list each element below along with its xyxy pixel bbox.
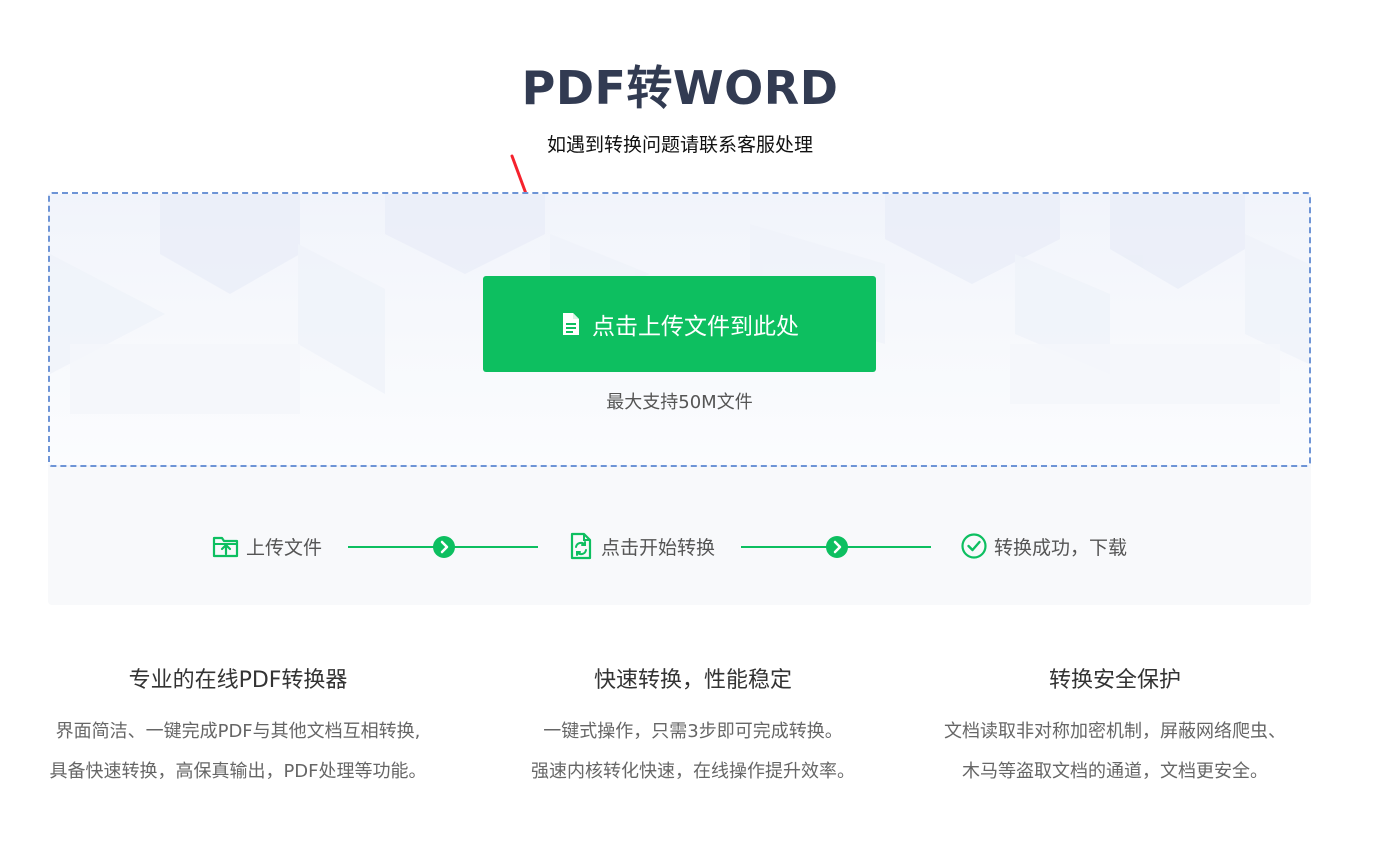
feature-title: 专业的在线PDF转换器	[128, 668, 348, 693]
check-circle-icon	[960, 532, 988, 560]
chevron-right-icon	[433, 536, 455, 558]
feature-description-line: 木马等盗取文档的通道，文档更安全。	[962, 761, 1268, 782]
feature-title: 快速转换，性能稳定	[593, 668, 792, 693]
step-convert: 点击开始转换	[567, 532, 715, 560]
chevron-right-icon	[826, 536, 848, 558]
feature-description-line: 一键式操作，只需3步即可完成转换。	[543, 721, 843, 742]
step-upload: 上传文件	[212, 532, 322, 560]
feature-description-line: 强速内核转化快速，在线操作提升效率。	[531, 761, 855, 782]
upload-button-label: 点击上传文件到此处	[592, 314, 799, 340]
folder-upload-icon	[212, 532, 240, 560]
step-download: 转换成功，下载	[960, 532, 1127, 560]
feature-description-line: 具备快速转换，高保真输出，PDF处理等功能。	[49, 761, 427, 782]
feature-security: 转换安全保护 文档读取非对称加密机制，屏蔽网络爬虫、 木马等盗取文档的通道，文档…	[905, 662, 1325, 792]
step-label: 点击开始转换	[601, 536, 716, 559]
file-icon	[560, 312, 582, 336]
feature-title: 转换安全保护	[1048, 668, 1181, 693]
feature-professional: 专业的在线PDF转换器 界面简洁、一键完成PDF与其他文档互相转换, 具备快速转…	[28, 662, 448, 792]
page-subtitle: 如遇到转换问题请联系客服处理	[546, 134, 813, 156]
feature-fast: 快速转换，性能稳定 一键式操作，只需3步即可完成转换。 强速内核转化快速，在线操…	[483, 662, 903, 792]
upload-dropzone[interactable]	[48, 192, 1311, 467]
step-label: 转换成功，下载	[994, 536, 1128, 559]
dropzone-background	[50, 194, 1309, 414]
step-label: 上传文件	[246, 536, 323, 559]
file-convert-icon	[567, 532, 595, 560]
feature-description-line: 文档读取非对称加密机制，屏蔽网络爬虫、	[944, 721, 1286, 742]
upload-file-button[interactable]: 点击上传文件到此处	[483, 276, 876, 372]
feature-description-line: 界面简洁、一键完成PDF与其他文档互相转换,	[55, 721, 421, 742]
file-size-limit: 最大支持50M文件	[606, 392, 753, 413]
page-title: PDF转WORD	[521, 61, 839, 115]
